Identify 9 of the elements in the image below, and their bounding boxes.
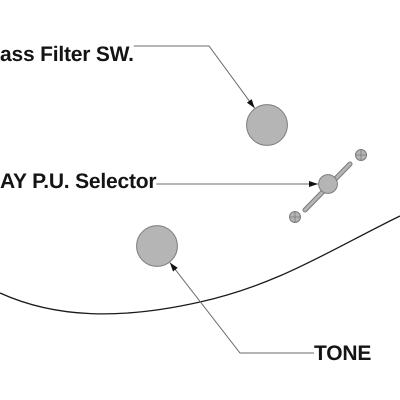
leader-arrow [133, 46, 256, 109]
part-label: TONE [314, 342, 372, 366]
part-label: ass Filter SW. [0, 43, 134, 67]
knob-circle [246, 104, 288, 146]
switch-hub [318, 174, 338, 194]
leader-arrow [156, 181, 318, 187]
part-label: AY P.U. Selector [0, 170, 156, 194]
knob-circle [136, 225, 178, 267]
leader-arrow [169, 262, 314, 354]
